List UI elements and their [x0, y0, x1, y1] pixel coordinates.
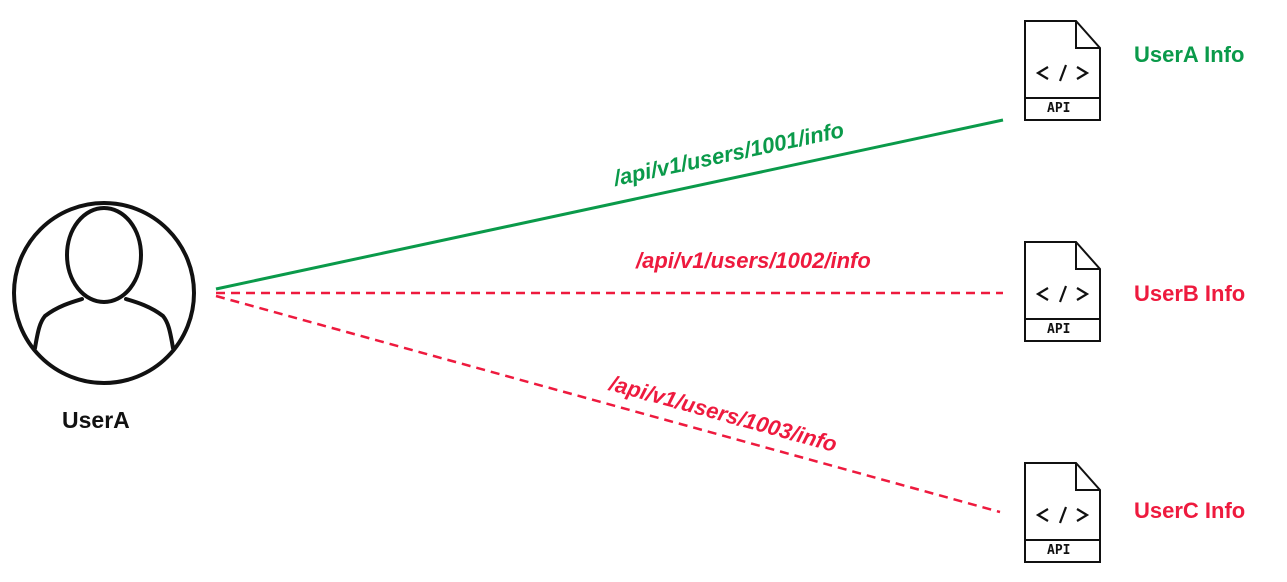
- request-path-1002: /api/v1/users/1002/info: [636, 248, 871, 273]
- api-document-icon: [1024, 20, 1101, 121]
- target-label-userb-info: UserB Info: [1134, 281, 1246, 306]
- api-document-icon: [1024, 462, 1101, 563]
- request-line-1003: [215, 294, 1001, 514]
- api-icon-text-2: API: [1047, 322, 1071, 337]
- api-icon-text-3: API: [1047, 543, 1071, 558]
- actor-label: UserA: [62, 407, 130, 433]
- user-avatar-icon: [12, 201, 196, 385]
- target-label-userc-info: UserC Info: [1134, 498, 1246, 523]
- target-label-usera-info: UserA Info: [1134, 42, 1245, 67]
- api-icon-text-1: API: [1047, 101, 1071, 116]
- api-document-icon: [1024, 241, 1101, 342]
- request-line-1001: [215, 118, 1004, 291]
